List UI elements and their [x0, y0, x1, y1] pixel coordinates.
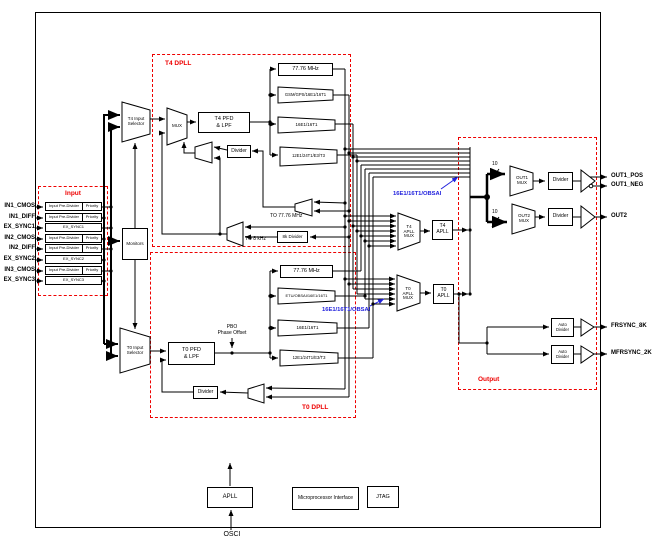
- t0-rate-7776mhz-block: 77.76 MHz: [280, 265, 333, 278]
- priority-2: Priority: [82, 213, 102, 222]
- priority-5: Priority: [82, 266, 102, 275]
- out1-mux-shape: [509, 165, 534, 197]
- priority-1: Priority: [82, 202, 102, 211]
- shapes: [119, 86, 596, 404]
- t4-pfd-lpf-block: T4 PFD & LPF: [198, 112, 250, 133]
- obsai-bus-label-top: 16E1/16T1/OBSAI: [393, 191, 442, 197]
- auto-divider2-block: Auto Divider: [551, 345, 574, 364]
- t4-rate-7776mhz-block: 77.76 MHz: [278, 63, 333, 76]
- port-mfrsync-2k: MFRSYNC_2K: [611, 350, 652, 356]
- t4-dpll-group-box: [152, 54, 351, 247]
- port-in2-diff: IN2_DIFF: [8, 245, 35, 251]
- t4-rate2-label: GSM/GPS/16E1/16T1: [284, 91, 327, 97]
- input-pre-divider-4: Input Pre-Divider: [45, 244, 83, 253]
- t4-divider-block: Divider: [227, 145, 251, 158]
- input-pre-divider-5: Input Pre-Divider: [45, 266, 83, 275]
- junction-dots: [102, 93, 490, 355]
- port-frsync-8k: FRSYNC_8K: [611, 323, 647, 329]
- to-7776mhz-label: TO 77.76 MHz: [270, 213, 303, 219]
- t0-apll-block: T0 APLL: [433, 284, 454, 304]
- t0-pfd-lpf-block: T0 PFD & LPF: [168, 342, 215, 365]
- pbo-phase-offset-label: PBO Phase Offset: [217, 324, 247, 336]
- input-group-title: Input: [65, 190, 81, 197]
- auto-divider1-block: Auto Divider: [551, 318, 574, 337]
- t0-rate2-label: ETU/OBSAI/16E1/16T1: [285, 292, 328, 298]
- t0-feedback-mux-shape: [247, 383, 265, 404]
- t0-apll-mux-label: T0 APLL MUX: [402, 285, 414, 301]
- out2-mux-label: OUT2 MUX: [517, 213, 530, 223]
- t0-dpll-group-box: [150, 252, 356, 418]
- t0-dpll-group-title: T0 DPLL: [302, 404, 329, 411]
- output-group-box: [458, 137, 597, 390]
- t4-rate2-shape: [277, 86, 334, 104]
- priority-3: Priority: [82, 234, 102, 243]
- t4-apll-mux-label: T4 APLL MUX: [403, 223, 415, 239]
- inverter-bubble-icon: [588, 183, 594, 189]
- port-out2: OUT2: [611, 213, 628, 219]
- frsync-driver-icon: [580, 318, 595, 337]
- monitors-block: Monitors: [122, 228, 148, 260]
- out1-driver-icon: [580, 168, 596, 194]
- t4-rate4-shape: [279, 146, 338, 167]
- output-group-title: Output: [478, 376, 500, 383]
- port-in1-diff: IN1_DIFF: [8, 214, 35, 220]
- port-in1-cmos: IN1_CMOS: [4, 203, 35, 209]
- port-out1-neg: OUT1_NEG: [611, 182, 644, 188]
- port-ex-sync3: EX_SYNC3: [3, 277, 35, 283]
- t4-feedback-select-mux-shape: [294, 198, 313, 217]
- t4-mux-label: MUX: [172, 123, 182, 129]
- t0-rate4-shape: [279, 349, 339, 367]
- obsai-bus-label-bottom: 16E1/16T1/OBSAI: [322, 307, 371, 313]
- apll-block: APLL: [207, 487, 253, 508]
- t4-apll-mux-shape: [397, 212, 421, 251]
- t0-input-selector-label: T0 Input Selector: [126, 344, 144, 355]
- ex-sync2-block: EX_SYNC2: [45, 255, 102, 264]
- port-out1-pos: OUT1_POS: [611, 173, 644, 179]
- t4-mux-shape: [166, 107, 188, 146]
- input-pre-divider-3: Input Pre-Divider: [45, 234, 83, 243]
- microprocessor-interface-block: Microprocessor Interface: [292, 487, 359, 510]
- chip-outline: [35, 12, 601, 528]
- out2-mux-shape: [511, 203, 536, 235]
- t0-rate2-shape: [277, 287, 336, 305]
- t0-rate3-label: 16E1/16T1: [296, 324, 319, 330]
- port-in2-cmos: IN2_CMOS: [4, 235, 35, 241]
- t4-apll-block: T4 APLL: [432, 220, 453, 240]
- priority-4: Priority: [82, 244, 102, 253]
- mfrsync-driver-icon: [580, 345, 595, 364]
- port-ex-sync1: EX_SYNC1: [3, 224, 35, 230]
- port-ex-sync2: EX_SYNC2: [3, 256, 35, 262]
- t0-rate3-shape: [277, 319, 338, 337]
- t4-rate3-shape: [277, 116, 336, 134]
- out2-divider-block: Divider: [548, 208, 573, 226]
- port-in3-cmos: IN3_CMOS: [4, 267, 35, 273]
- t4-input-selector-shape: [121, 101, 151, 143]
- out2-driver-icon: [580, 204, 596, 230]
- t0-rate4-label: 12E1/24T1/E3/T3: [292, 354, 326, 360]
- ex-sync1-block: EX_SYNC1: [45, 223, 102, 232]
- input-pre-divider-2: Input Pre-Divider: [45, 213, 83, 222]
- bus-width-10-label-1: 10: [492, 161, 498, 167]
- divider-8k-block: 8k Divider: [277, 231, 308, 243]
- ex-sync3-block: EX_SYNC3: [45, 276, 102, 285]
- t4-rate3-label: 16E1/16T1: [295, 121, 318, 127]
- t4-rate4-label: 12E1/24T1/E3/T3: [292, 153, 325, 159]
- bus-width-10-label-2: 10: [492, 209, 498, 215]
- port-osci: OSCI: [223, 531, 241, 538]
- t4-dpll-group-title: T4 DPLL: [165, 60, 192, 67]
- input-pre-divider-1: Input Pre-Divider: [45, 202, 83, 211]
- t0-apll-mux-shape: [396, 274, 421, 312]
- out1-mux-label: OUT1 MUX: [515, 175, 528, 185]
- wiring: [36, 66, 607, 530]
- t4-input-selector-label: T4 Input Selector: [127, 116, 145, 126]
- jtag-block: JTAG: [367, 486, 399, 508]
- to-8khz-label: TO 8 kHz: [245, 236, 267, 242]
- t4-feedback-mux-shape: [194, 141, 213, 164]
- out1-divider-block: Divider: [548, 172, 573, 190]
- reference-select-mux-shape: [226, 221, 244, 247]
- t0-divider-block: Divider: [193, 386, 218, 399]
- t0-input-selector-shape: [119, 327, 151, 374]
